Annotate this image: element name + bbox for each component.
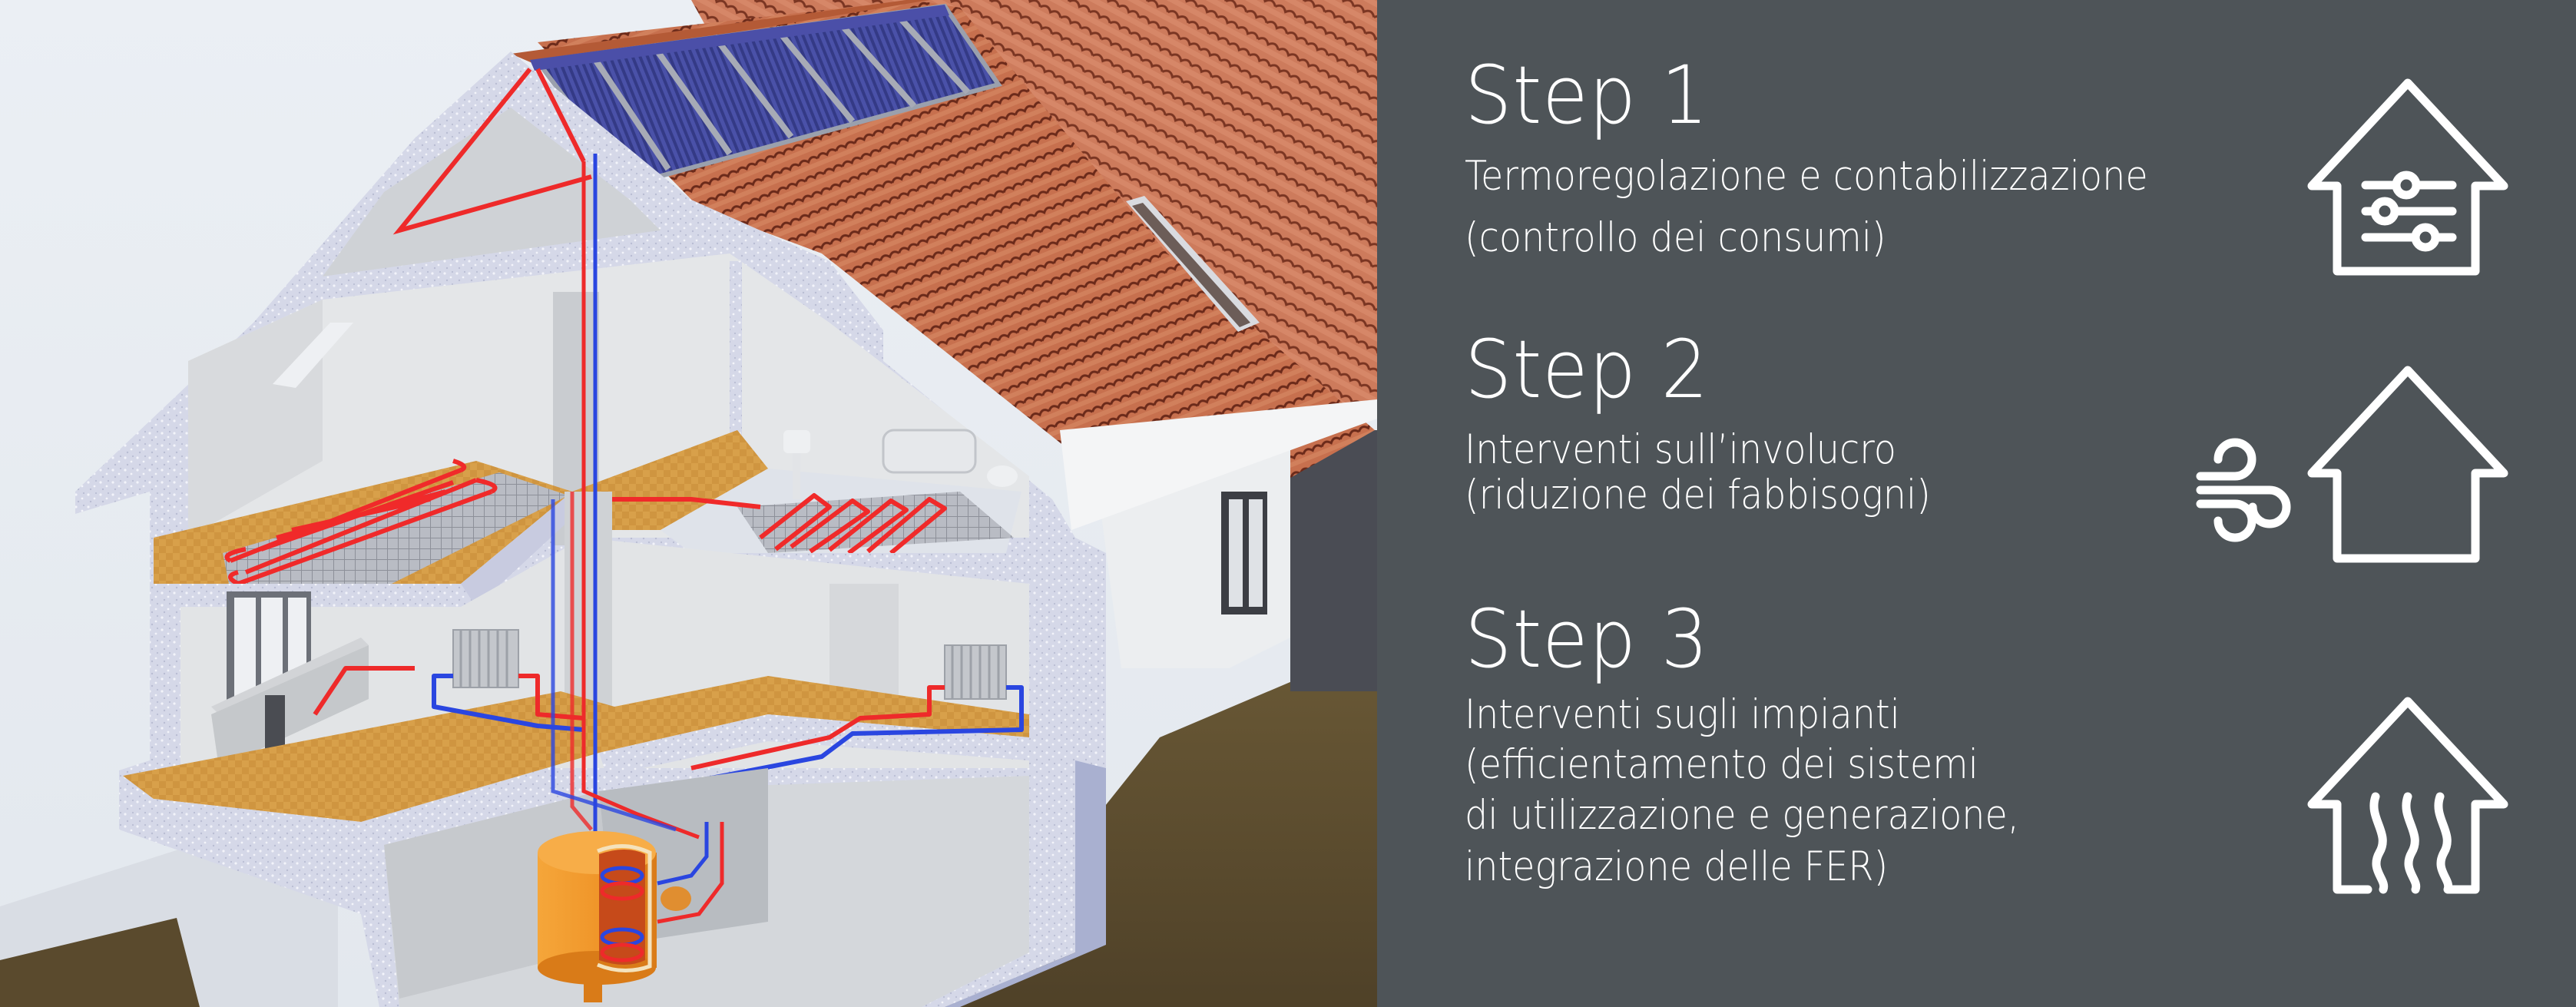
house-sliders-icon [2306, 77, 2514, 280]
step-3-line-2: (efficientamento dei sistemi [1465, 741, 1978, 788]
house-heat-icon [2306, 695, 2514, 899]
step-3-title: Step 3 [1465, 592, 1710, 686]
step-3-line-4: integrazione delle FER) [1465, 843, 1889, 890]
step-1-title: Step 1 [1465, 48, 1710, 142]
step-3-line-3: di utilizzazione e generazione, [1465, 792, 2020, 839]
step-1-line-1: Termoregolazione e contabilizzazione [1465, 153, 2148, 200]
storage-tank [538, 822, 724, 1002]
step-1-line-2: (controllo dei consumi) [1465, 214, 1886, 261]
step-2-line-1: Interventi sull’involucro [1465, 426, 1896, 473]
steps-panel: Step 1 Termoregolazione e contabilizzazi… [1377, 0, 2576, 1007]
step-3-line-1: Interventi sugli impianti [1465, 691, 1900, 738]
house-wind-icon [2193, 364, 2515, 568]
house-cutaway-illustration [0, 0, 1377, 1007]
step-2-title: Step 2 [1465, 323, 1710, 416]
solar-collectors [530, 3, 1002, 187]
step-2-line-2: (riduzione dei fabbisogni) [1465, 472, 1931, 518]
